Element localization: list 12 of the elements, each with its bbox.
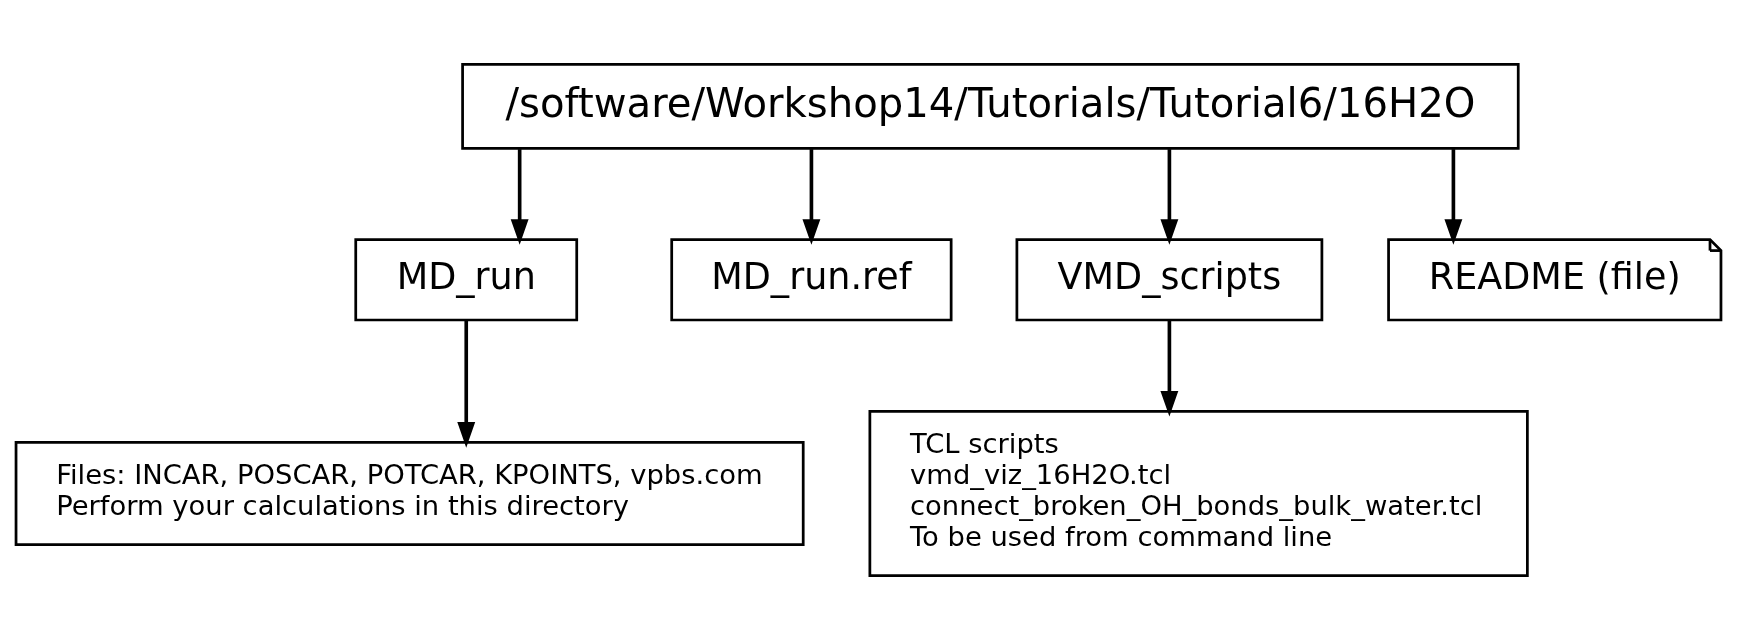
node-box: Files: INCAR, POSCAR, POTCAR, KPOINTS, vpbs.com Perform your calculations in this directory <box>14 441 805 546</box>
node-box: VMD_scripts <box>1015 238 1324 322</box>
node-box: MD_run.ref <box>670 238 953 322</box>
node-box: MD_run <box>354 238 579 322</box>
arrow <box>510 149 529 245</box>
arrow <box>1160 149 1179 245</box>
arrow <box>802 149 821 245</box>
arrow <box>1160 320 1179 417</box>
node-box: /software/Workshop14/Tutorials/Tutorial6/16H2O <box>461 62 1520 150</box>
arrow <box>1444 149 1463 245</box>
arrow <box>457 320 476 448</box>
node-box: TCL scripts vmd_viz_16H2O.tcl connect_broken_OH_bonds_bulk_water.tcl To be used from command line <box>868 409 1529 578</box>
